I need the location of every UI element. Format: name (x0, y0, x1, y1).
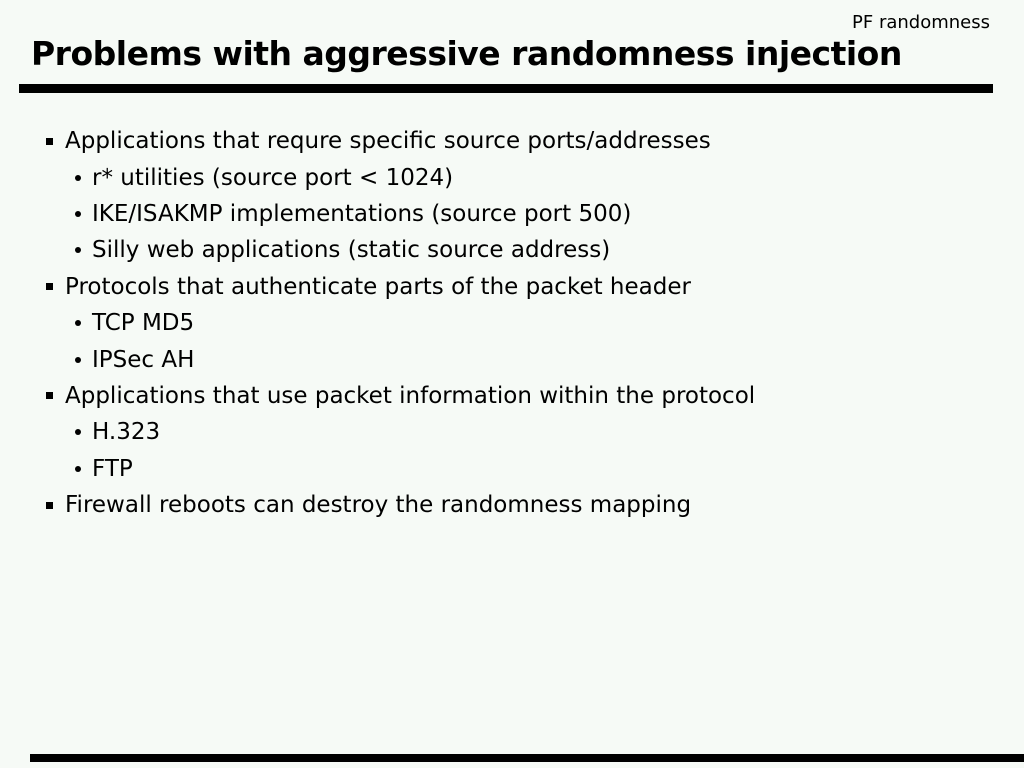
dot-bullet-icon (75, 356, 81, 363)
bullet-list: Applications that requre specific source… (0, 123, 1024, 523)
list-item-label: FTP (92, 455, 133, 482)
dot-bullet-icon (75, 429, 81, 436)
list-item: Applications that use packet information… (0, 378, 1024, 414)
footer-divider (30, 754, 1024, 762)
dot-bullet-icon (75, 465, 81, 472)
list-item-label: Applications that requre specific source… (65, 128, 711, 155)
list-item-label: H.323 (92, 419, 161, 446)
list-item: Silly web applications (static source ad… (0, 232, 1024, 268)
square-bullet-icon (46, 501, 53, 509)
corner-tag: PF randomness (852, 12, 990, 33)
list-item: FTP (0, 451, 1024, 487)
list-item-label: Protocols that authenticate parts of the… (65, 273, 691, 300)
list-item: IKE/ISAKMP implementations (source port … (0, 196, 1024, 232)
list-item-label: r* utilities (source port < 1024) (92, 164, 454, 191)
list-item-label: Silly web applications (static source ad… (92, 237, 611, 264)
dot-bullet-icon (75, 210, 81, 217)
list-item-label: IKE/ISAKMP implementations (source port … (92, 200, 632, 227)
list-item: TCP MD5 (0, 305, 1024, 341)
page-title: Problems with aggressive randomness inje… (31, 34, 902, 73)
list-item: r* utilities (source port < 1024) (0, 159, 1024, 195)
list-item-label: Firewall reboots can destroy the randomn… (65, 492, 692, 519)
dot-bullet-icon (75, 247, 81, 254)
list-item: H.323 (0, 414, 1024, 450)
list-item: Protocols that authenticate parts of the… (0, 269, 1024, 305)
dot-bullet-icon (75, 174, 81, 181)
list-item-label: TCP MD5 (92, 310, 195, 337)
square-bullet-icon (46, 137, 53, 145)
title-divider (19, 84, 993, 93)
list-item: Firewall reboots can destroy the randomn… (0, 487, 1024, 523)
list-item: IPSec AH (0, 341, 1024, 377)
list-item-label: Applications that use packet information… (65, 382, 756, 409)
list-item: Applications that requre specific source… (0, 123, 1024, 159)
dot-bullet-icon (75, 320, 81, 327)
list-item-label: IPSec AH (92, 346, 195, 373)
square-bullet-icon (46, 392, 53, 400)
square-bullet-icon (46, 283, 53, 291)
